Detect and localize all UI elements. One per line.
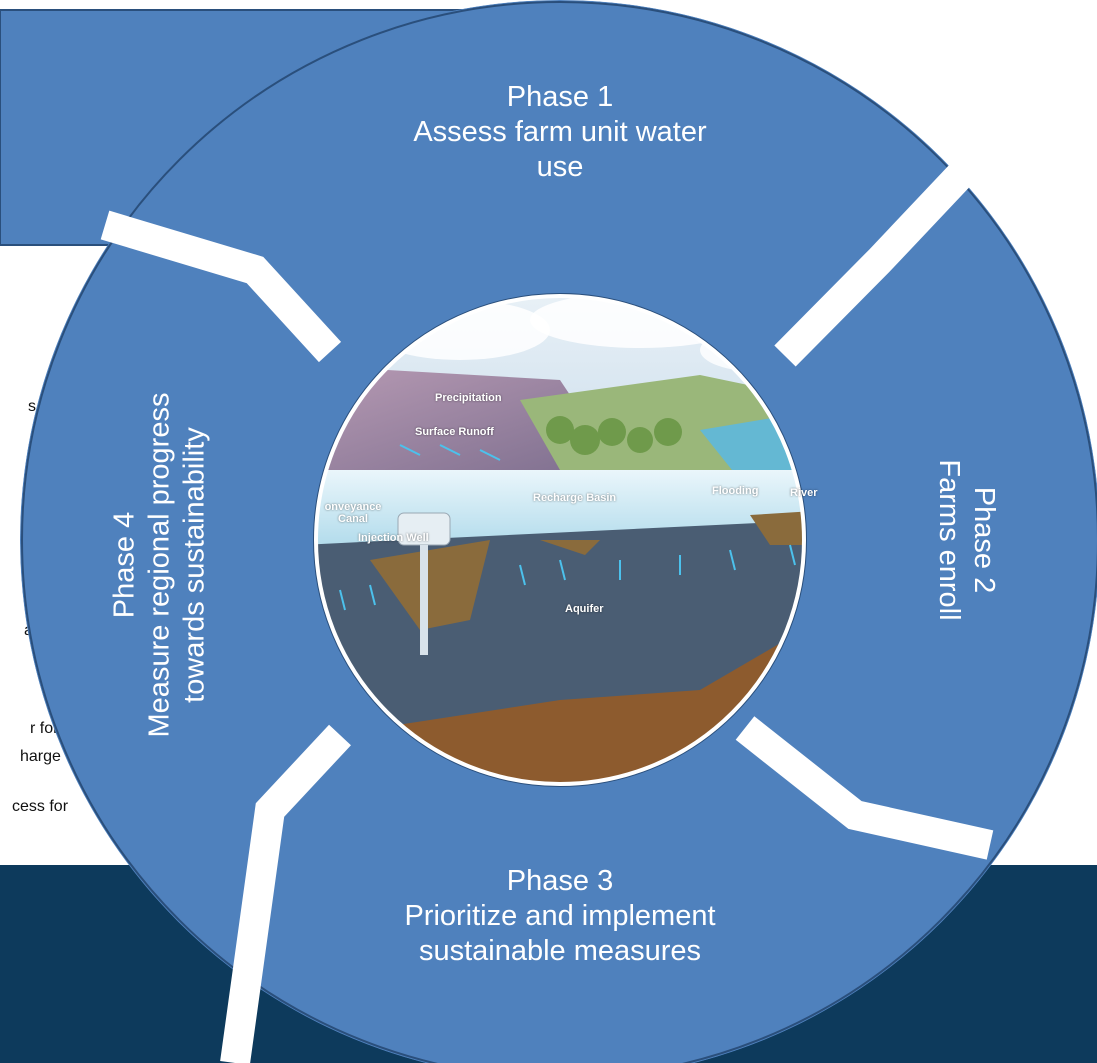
label-flooding: Flooding xyxy=(712,485,759,497)
label-aquifer: Aquifer xyxy=(565,603,604,615)
phase-1-subtitle-line2: use xyxy=(536,151,584,183)
label-recharge-basin: Recharge Basin xyxy=(533,492,617,504)
injection-well-pipe xyxy=(420,545,428,655)
fragment-line: s xyxy=(28,398,36,415)
soil-layer xyxy=(750,510,804,545)
phase-3-name: Phase 3 xyxy=(506,865,614,897)
phase-1-name: Phase 1 xyxy=(506,81,614,113)
phase-2-subtitle: Farms enroll xyxy=(933,459,965,621)
label-surface-runoff: Surface Runoff xyxy=(415,426,494,438)
phase-3-subtitle-line2: sustainable measures xyxy=(418,935,702,967)
soil-layer xyxy=(370,540,490,630)
precipitation-slope xyxy=(316,365,620,470)
infiltration-arrows xyxy=(339,444,796,611)
gap-phase4-phase1 xyxy=(100,210,342,363)
gap-phase3-phase4 xyxy=(220,724,351,1063)
phase-1-label: Phase 1 Assess farm unit water use xyxy=(330,80,790,185)
gap-phase1-phase2 xyxy=(774,102,1013,367)
phase-3-subtitle-line1: Prioritize and implement xyxy=(404,900,716,932)
label-river: River xyxy=(790,487,818,499)
ring-outer-edge xyxy=(21,1,1097,1063)
phase-4-subtitle-line1: Measure regional progress xyxy=(143,392,176,738)
phase-4-label: Phase 4 Measure regional progress toward… xyxy=(108,325,213,805)
label-precipitation: Precipitation xyxy=(435,392,502,404)
phase-4-name: Phase 4 xyxy=(108,511,141,619)
phase-4-subtitle-line2: towards sustainability xyxy=(178,427,211,703)
fragment-line: cess for xyxy=(12,798,69,815)
phase-2-name: Phase 2 xyxy=(968,486,1000,594)
fragment-line: r for xyxy=(30,720,59,737)
fragment-line: harge xyxy=(20,748,61,765)
label-conveyance-canal: onveyance Canal xyxy=(324,501,382,525)
phase-3-label: Phase 3 Prioritize and implement sustain… xyxy=(330,864,790,969)
phase-1-subtitle-line1: Assess farm unit water xyxy=(413,116,707,148)
gap-phase2-phase3 xyxy=(735,716,994,860)
phase-2-label: Phase 2 Farms enroll xyxy=(931,390,1001,690)
soil-layer xyxy=(540,540,600,555)
label-injection-well: Injection Well xyxy=(358,532,429,544)
